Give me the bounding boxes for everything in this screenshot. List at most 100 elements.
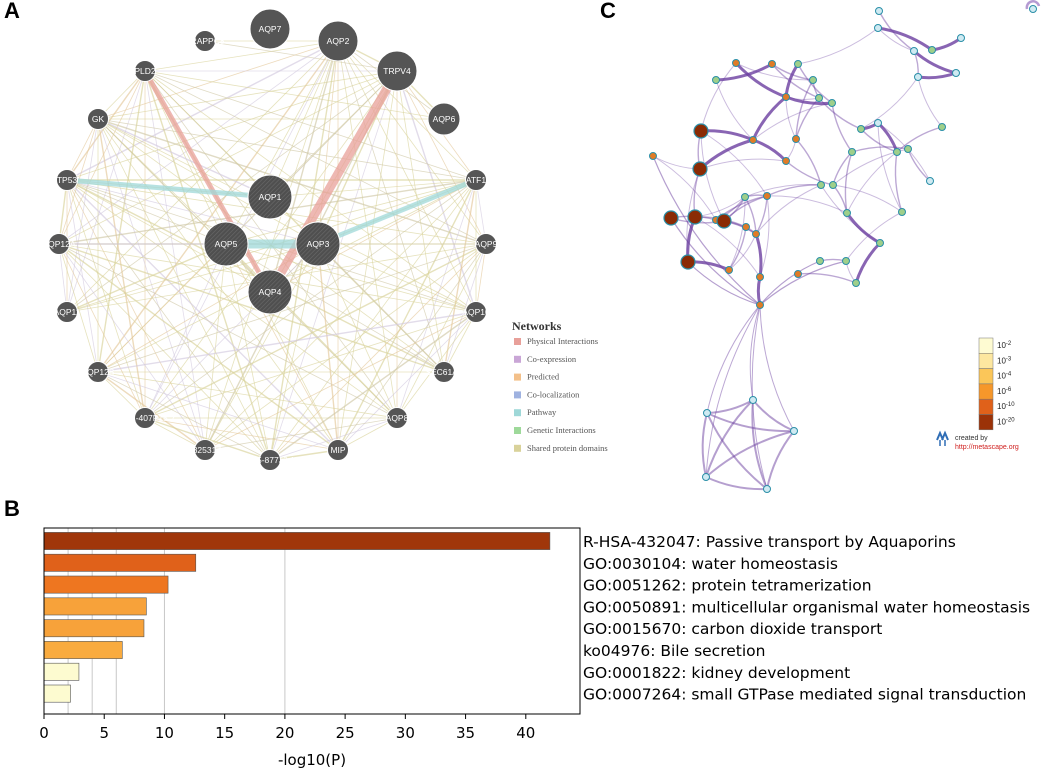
network-edge xyxy=(337,417,398,451)
gene-node[interactable]: AQP8 xyxy=(386,407,409,429)
gene-node[interactable]: ATF1 xyxy=(465,169,487,191)
metascape-node[interactable] xyxy=(928,46,936,54)
gene-node[interactable]: AQP5 xyxy=(203,221,249,267)
metascape-node[interactable] xyxy=(742,223,750,231)
gene-node[interactable]: MIP xyxy=(327,439,349,461)
metascape-node[interactable] xyxy=(794,60,802,68)
metascape-node[interactable] xyxy=(768,60,776,68)
metascape-node[interactable] xyxy=(703,409,711,417)
metascape-node[interactable] xyxy=(680,254,696,270)
legend-swatch xyxy=(514,355,521,363)
metascape-node[interactable] xyxy=(794,270,802,278)
x-tick-label: 20 xyxy=(275,724,294,742)
metascape-node[interactable] xyxy=(792,135,800,143)
metascape-edge xyxy=(754,233,763,278)
gene-node[interactable]: TRPV4 xyxy=(376,50,418,92)
metascape-node[interactable] xyxy=(914,73,922,81)
metascape-node[interactable] xyxy=(874,119,882,127)
metascape-node[interactable] xyxy=(649,152,657,160)
metascape-node[interactable] xyxy=(763,192,771,200)
metascape-node[interactable] xyxy=(893,148,901,156)
network-edge xyxy=(269,243,487,461)
metascape-node[interactable] xyxy=(749,136,757,144)
network-edge xyxy=(66,179,99,373)
gene-node[interactable]: AQP7 xyxy=(249,8,291,50)
metascape-node[interactable] xyxy=(957,34,965,42)
gene-node-label: AQP12B xyxy=(81,367,114,377)
metascape-node[interactable] xyxy=(763,485,771,493)
metascape-node[interactable] xyxy=(843,209,851,217)
metascape-node[interactable] xyxy=(790,427,798,435)
metascape-node[interactable] xyxy=(702,473,710,481)
panel-a-label: A xyxy=(4,0,20,23)
metascape-node[interactable] xyxy=(712,76,720,84)
metascape-node[interactable] xyxy=(938,123,946,131)
enrichment-bar xyxy=(43,553,197,572)
metascape-node[interactable] xyxy=(848,148,856,156)
gene-node[interactable]: TRAPPC8 xyxy=(185,30,225,52)
legend-swatch xyxy=(514,373,521,381)
metascape-node[interactable] xyxy=(782,93,790,101)
network-edge xyxy=(144,243,227,419)
gene-node[interactable]: AQP1 xyxy=(247,174,293,220)
metascape-node[interactable] xyxy=(952,69,960,77)
metascape-node[interactable] xyxy=(874,24,882,32)
gene-node[interactable]: AQP4 xyxy=(247,269,293,315)
network-edge xyxy=(58,40,339,245)
metascape-node[interactable] xyxy=(809,76,817,84)
gene-node-label: AQP1 xyxy=(259,192,282,202)
metascape-node[interactable] xyxy=(842,257,850,265)
gene-node[interactable]: AQP11 xyxy=(54,301,81,323)
metascape-node[interactable] xyxy=(1029,5,1037,13)
metascape-node[interactable] xyxy=(817,181,825,189)
metascape-node[interactable] xyxy=(904,145,912,153)
metascape-node[interactable] xyxy=(692,161,708,177)
network-edge xyxy=(66,243,319,313)
metascape-edges xyxy=(652,10,962,491)
gene-node[interactable]: GK xyxy=(87,108,109,130)
gene-node[interactable]: RP11-407P15.2 xyxy=(115,407,175,429)
gene-node[interactable]: TP53 xyxy=(56,169,78,191)
metascape-edge xyxy=(755,184,822,235)
gene-node[interactable]: AQP12A xyxy=(42,233,76,255)
metascape-node[interactable] xyxy=(875,7,883,15)
gene-node[interactable]: AQP12B xyxy=(81,361,115,383)
metascape-node[interactable] xyxy=(852,279,860,287)
gene-node[interactable]: FP325317.1 xyxy=(182,439,229,461)
metascape-node[interactable] xyxy=(898,208,906,216)
metascape-node[interactable] xyxy=(828,99,836,107)
metascape-node[interactable] xyxy=(910,47,918,55)
metascape-node[interactable] xyxy=(815,94,823,102)
gene-node[interactable]: SEC61A1 xyxy=(425,361,463,383)
metascape-node[interactable] xyxy=(663,210,679,226)
metascape-node[interactable] xyxy=(732,59,740,67)
metascape-node[interactable] xyxy=(857,125,865,133)
metascape-node[interactable] xyxy=(741,193,749,201)
metascape-node[interactable] xyxy=(829,181,837,189)
metascape-node[interactable] xyxy=(752,230,760,238)
gene-node[interactable]: AQP3 xyxy=(295,221,341,267)
gene-node[interactable]: AQP10 xyxy=(462,301,490,323)
metascape-link[interactable]: http://metascape.org xyxy=(955,444,1019,451)
metascape-node[interactable] xyxy=(876,239,884,247)
metascape-node[interactable] xyxy=(756,301,764,309)
metascape-node[interactable] xyxy=(725,266,733,274)
gene-node[interactable]: AQP9 xyxy=(475,233,498,255)
metascape-node[interactable] xyxy=(756,273,764,281)
metascape-node[interactable] xyxy=(687,209,703,225)
metascape-node[interactable] xyxy=(926,177,934,185)
gene-node[interactable]: AQP6 xyxy=(427,102,461,136)
legend-item-label: Physical Interactions xyxy=(527,336,598,346)
metascape-node[interactable] xyxy=(716,213,732,229)
metascape-edge xyxy=(698,138,754,171)
metascape-node[interactable] xyxy=(693,123,709,139)
gene-node[interactable]: PLD2 xyxy=(134,60,156,82)
gene-node[interactable]: AQP2 xyxy=(317,20,359,62)
metascape-edge xyxy=(728,196,746,271)
metascape-node[interactable] xyxy=(816,257,824,265)
metascape-node[interactable] xyxy=(749,396,757,404)
metascape-node[interactable] xyxy=(782,157,790,165)
gene-node[interactable]: RP5-877J2.1 xyxy=(245,449,295,471)
network-edge xyxy=(225,40,339,245)
metascape-edge xyxy=(705,304,761,478)
